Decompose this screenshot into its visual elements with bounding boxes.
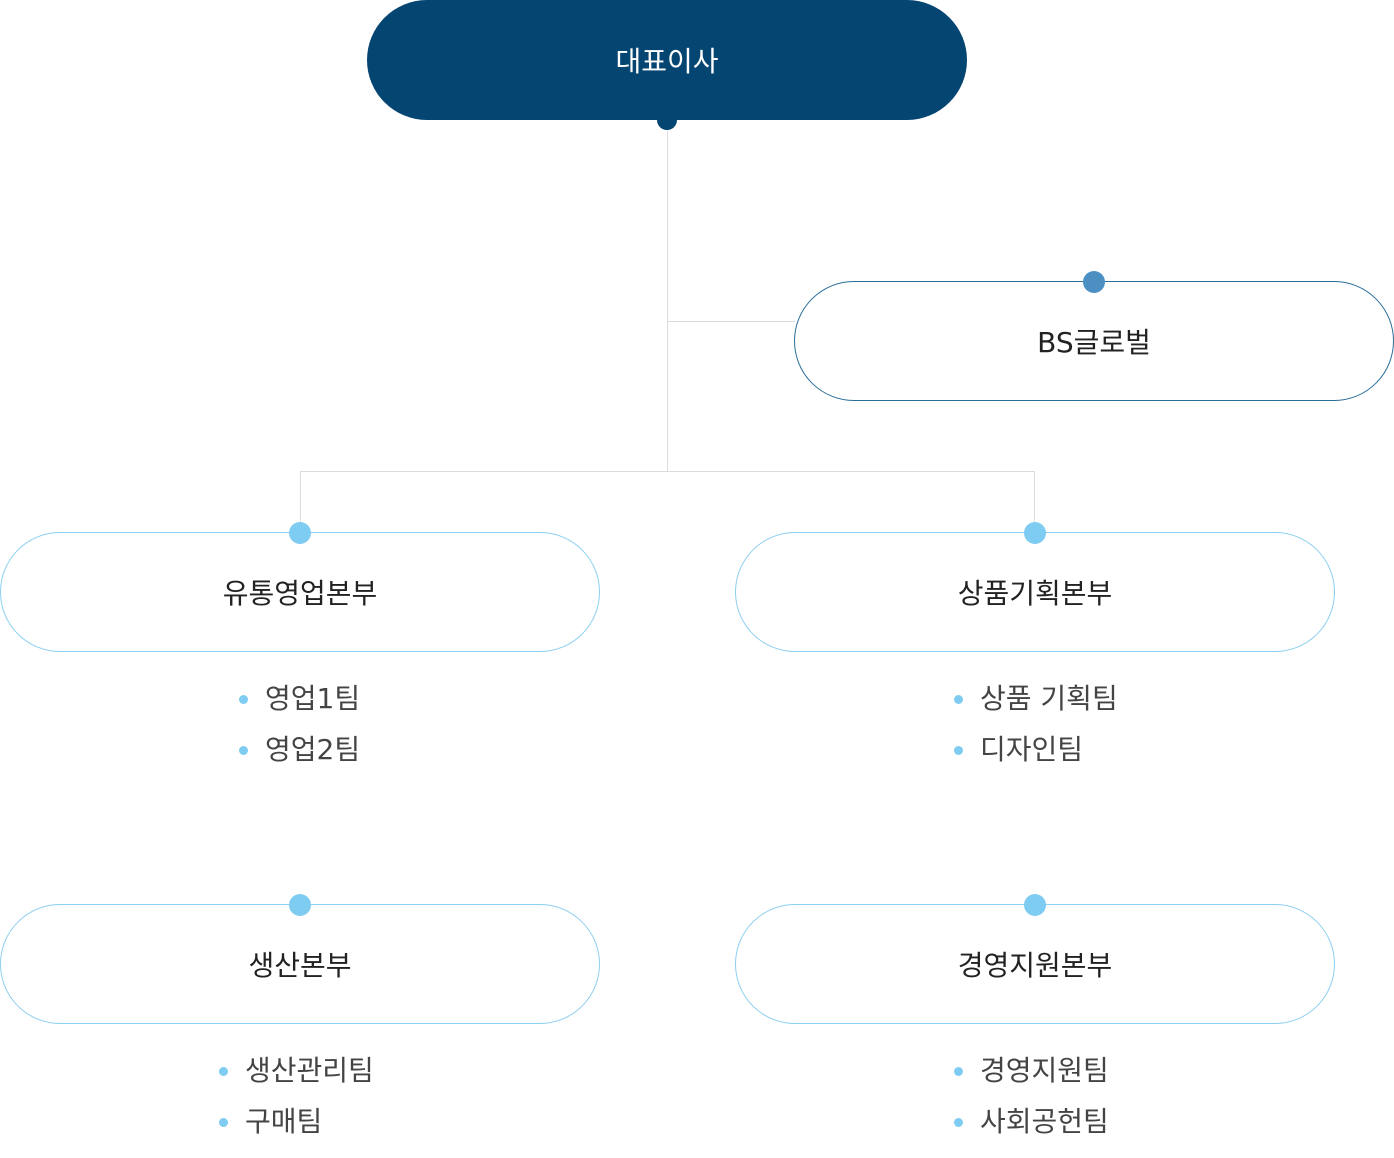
division-label: 유통영업본부 — [222, 577, 378, 610]
bullet-dot — [219, 1118, 228, 1127]
team-item: 구매팀 — [219, 1107, 374, 1158]
ceo-node: 대표이사 — [367, 0, 967, 120]
team-item: 디자인팀 — [954, 735, 1118, 786]
team-label: 영업1팀 — [265, 682, 361, 715]
ceo-label: 대표이사 — [615, 45, 719, 78]
team-label: 경영지원팀 — [980, 1054, 1109, 1087]
connector-ceo-vertical — [667, 120, 668, 472]
team-list-planning: 상품 기획팀 디자인팀 — [954, 684, 1118, 786]
division-connector-dot — [289, 894, 311, 916]
team-label: 디자인팀 — [980, 733, 1084, 766]
team-item: 상품 기획팀 — [954, 684, 1118, 735]
team-label: 사회공헌팀 — [980, 1105, 1109, 1138]
division-label: 생산본부 — [248, 949, 352, 982]
division-label: 경영지원본부 — [957, 949, 1113, 982]
bullet-dot — [954, 1118, 963, 1127]
bullet-dot — [239, 746, 248, 755]
team-list-management: 경영지원팀 사회공헌팀 — [954, 1056, 1109, 1158]
connector-divisions-horizontal — [300, 471, 1035, 472]
connector-right-drop — [1034, 471, 1035, 533]
division-node-planning: 상품기획본부 — [735, 532, 1335, 652]
division-connector-dot — [1024, 894, 1046, 916]
team-label: 생산관리팀 — [245, 1054, 374, 1087]
team-item: 경영지원팀 — [954, 1056, 1109, 1107]
ceo-connector-dot — [657, 110, 677, 130]
bs-global-connector-dot — [1083, 271, 1105, 293]
team-label: 상품 기획팀 — [980, 682, 1118, 715]
team-label: 구매팀 — [245, 1105, 323, 1138]
team-label: 영업2팀 — [265, 733, 361, 766]
team-list-sales: 영업1팀 영업2팀 — [239, 684, 360, 786]
team-item: 생산관리팀 — [219, 1056, 374, 1107]
division-node-sales: 유통영업본부 — [0, 532, 600, 652]
bs-global-label: BS글로벌 — [1037, 326, 1151, 359]
division-connector-dot — [1024, 522, 1046, 544]
connector-left-drop — [300, 471, 301, 533]
bullet-dot — [219, 1067, 228, 1076]
division-connector-dot — [289, 522, 311, 544]
team-item: 영업2팀 — [239, 735, 360, 786]
division-node-production: 생산본부 — [0, 904, 600, 1024]
bullet-dot — [954, 746, 963, 755]
team-item: 사회공헌팀 — [954, 1107, 1109, 1158]
team-item: 영업1팀 — [239, 684, 360, 735]
connector-bs-global-horizontal — [667, 321, 795, 322]
division-node-management: 경영지원본부 — [735, 904, 1335, 1024]
team-list-production: 생산관리팀 구매팀 — [219, 1056, 374, 1158]
bullet-dot — [239, 695, 248, 704]
bs-global-node: BS글로벌 — [794, 281, 1394, 401]
division-label: 상품기획본부 — [957, 577, 1113, 610]
bullet-dot — [954, 695, 963, 704]
bullet-dot — [954, 1067, 963, 1076]
